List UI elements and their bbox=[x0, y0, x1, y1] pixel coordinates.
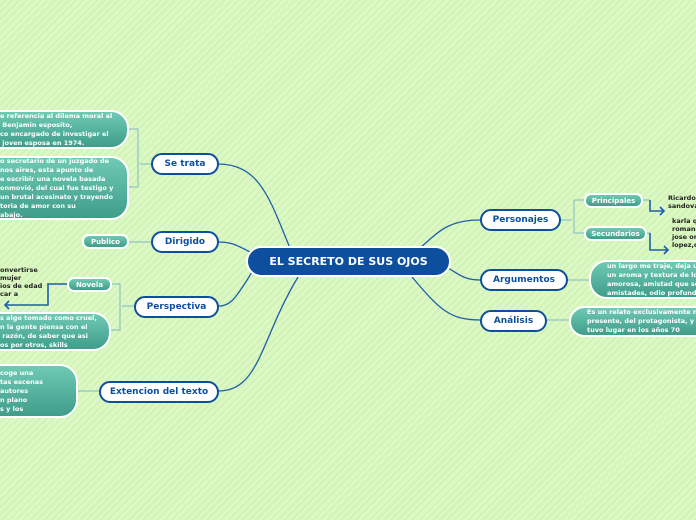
se-trata-item[interactable]: e referencia al dilema moral al Benjamin… bbox=[0, 110, 129, 149]
perspectiva-text[interactable]: s algo tomado como cruel, n la gente pie… bbox=[0, 312, 111, 351]
principales-text: Ricardo sandova bbox=[668, 194, 696, 210]
analisis-text[interactable]: Es un relato exclusivamente n presente, … bbox=[569, 306, 696, 337]
topic-perspectiva[interactable]: Perspectiva bbox=[134, 296, 219, 318]
topic-argumentos[interactable]: Argumentos bbox=[480, 269, 568, 291]
perspectiva-novela[interactable]: Novela bbox=[67, 277, 112, 292]
central-topic[interactable]: EL SECRETO DE SUS OJOS bbox=[246, 246, 451, 277]
secundarios-text: karla q romano jose or lopez,d bbox=[672, 217, 696, 249]
extencion-text[interactable]: coge una tas escenas autores n plano s y… bbox=[0, 364, 78, 418]
novela-text: onvertirse mujer ios de edad car a bbox=[0, 266, 43, 298]
topic-se-trata[interactable]: Se trata bbox=[151, 153, 219, 175]
personajes-secundarios[interactable]: Secundarios bbox=[584, 226, 647, 241]
se-trata-item[interactable]: o secretario de un juzgado de nos aires,… bbox=[0, 156, 129, 220]
argumentos-text[interactable]: un largo me traje, deja u un aroma y tex… bbox=[589, 260, 696, 299]
topic-dirigido[interactable]: Dirigido bbox=[151, 231, 219, 253]
topic-analisis[interactable]: Análisis bbox=[480, 310, 547, 332]
dirigido-publico[interactable]: Publico bbox=[82, 234, 129, 249]
topic-personajes[interactable]: Personajes bbox=[480, 209, 561, 231]
topic-extencion-del-texto[interactable]: Extencion del texto bbox=[99, 381, 219, 403]
personajes-principales[interactable]: Principales bbox=[584, 193, 643, 208]
